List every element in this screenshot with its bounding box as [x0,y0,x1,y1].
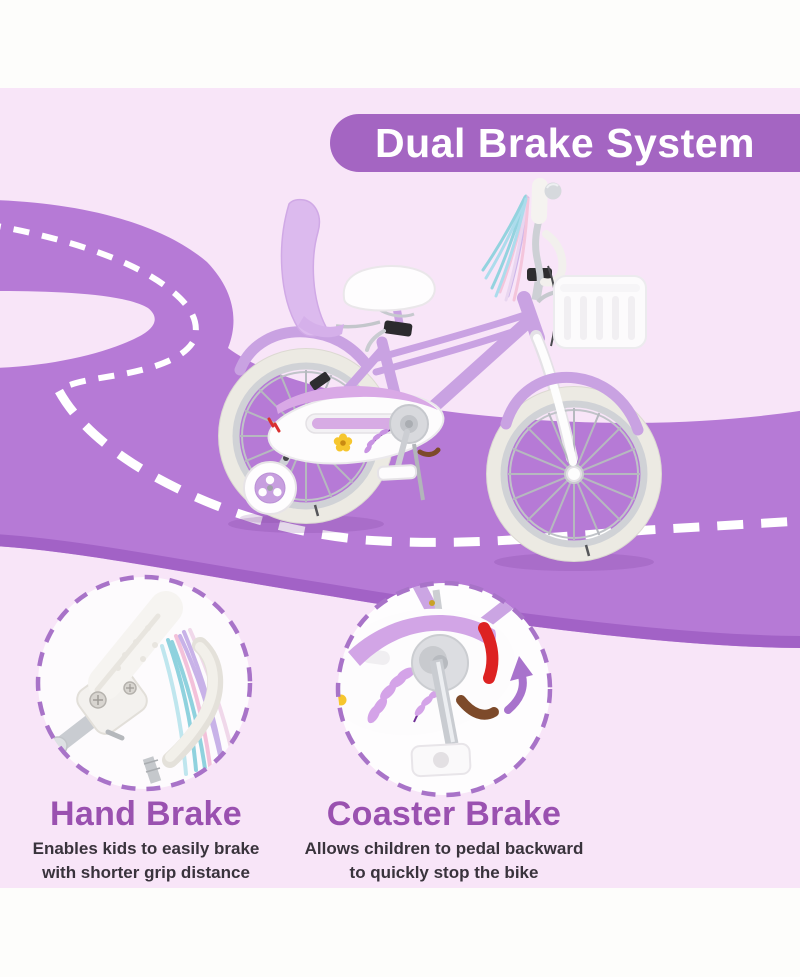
saddle [342,265,436,352]
coaster-brake-description-line1: Allows children to pedal backward [304,839,584,858]
bike-illustration [219,178,661,571]
doll-seat [280,198,381,338]
title-banner: Dual Brake System [330,114,800,172]
chain-guard [267,386,445,501]
hand-brake-detail-photo [35,574,253,792]
leaf-decal [364,428,391,454]
coaster-brake-heading: Coaster Brake [326,795,562,833]
handlebar [527,178,567,347]
front-wheel [487,387,661,561]
hand-brake-description-line1: Enables kids to easily brake [32,839,260,858]
backpedal-arrow-icon [504,656,533,714]
coaster-brake-description: Allows children to pedal backward to qui… [287,837,601,885]
front-fender [500,371,644,436]
front-basket [536,275,647,349]
feature-coaster-brake: Coaster Brake Allows children to pedal b… [287,795,601,885]
hand-brake-heading: Hand Brake [50,795,242,833]
leaf-decal-large [367,667,442,724]
hand-brake-description-line2: with shorter grip distance [42,863,250,882]
handlebar-streamers [481,194,530,302]
flower-decal [333,433,353,452]
coaster-brake-detail-photo [335,580,553,798]
hand-brake-description: Enables kids to easily brake with shorte… [10,837,282,885]
front-fork [533,334,577,466]
dashed-center-line [0,223,800,547]
rear-wheel [219,349,393,523]
banner-title: Dual Brake System [375,119,755,166]
handlebar-grip [531,178,548,224]
feature-hand-brake: Hand Brake Enables kids to easily brake … [10,795,282,885]
coaster-brake-description-line2: to quickly stop the bike [349,863,539,882]
